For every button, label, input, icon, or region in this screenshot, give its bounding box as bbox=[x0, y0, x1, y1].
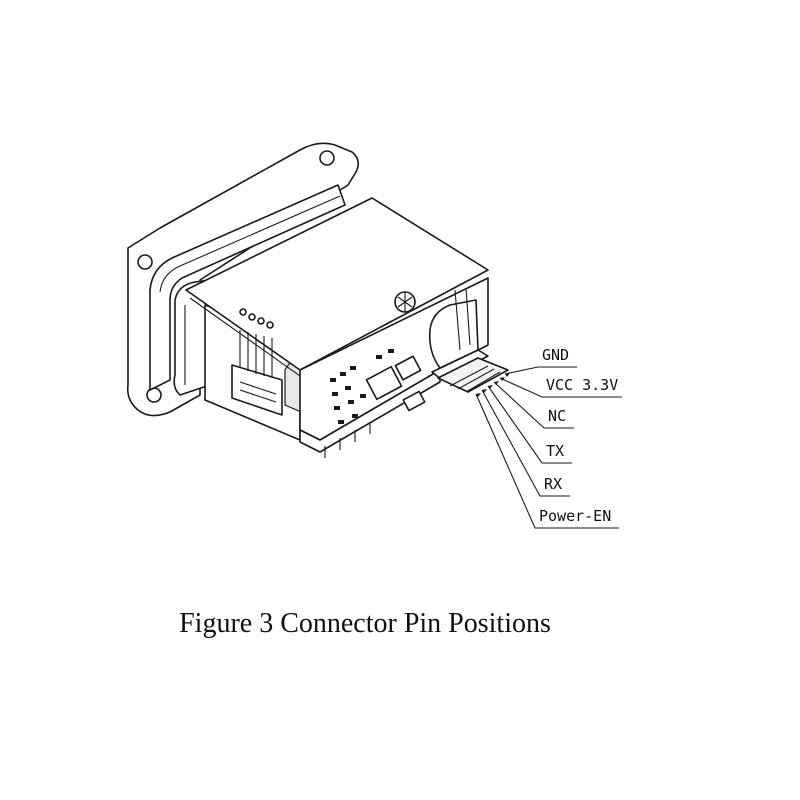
pin-label-tx: TX bbox=[546, 442, 564, 460]
pin-label-vcc: VCC 3.3V bbox=[546, 376, 618, 394]
mounting-hole bbox=[319, 150, 335, 166]
chip bbox=[402, 390, 426, 412]
leader-arrowhead bbox=[500, 377, 505, 381]
pin-label-gnd: GND bbox=[542, 346, 569, 364]
top-cover bbox=[185, 197, 489, 371]
lens-housing bbox=[149, 184, 346, 391]
pin-header bbox=[231, 330, 283, 416]
leader-line bbox=[487, 385, 573, 464]
leader-line bbox=[481, 389, 571, 497]
leader-arrowhead bbox=[476, 393, 481, 397]
leader-arrowhead bbox=[505, 373, 510, 377]
leader-line bbox=[493, 381, 575, 429]
leader-line bbox=[475, 393, 620, 529]
pin-wires bbox=[437, 357, 509, 393]
pin-leader-lines bbox=[475, 366, 622, 529]
leader-arrowhead bbox=[494, 381, 499, 385]
leader-line bbox=[499, 377, 622, 398]
chip bbox=[394, 355, 422, 381]
chip bbox=[365, 365, 403, 401]
leader-line bbox=[504, 366, 578, 375]
leader-arrowhead bbox=[488, 385, 493, 389]
smd-parts bbox=[330, 349, 394, 424]
pin-label-rx: RX bbox=[544, 475, 562, 493]
module-drawing bbox=[126, 142, 489, 458]
pin-label-power-en: Power-EN bbox=[539, 507, 611, 525]
leader-arrowhead bbox=[482, 389, 487, 393]
pin-labels: GND VCC 3.3V NC TX RX Power-EN bbox=[539, 346, 618, 525]
pin-label-nc: NC bbox=[548, 407, 566, 425]
mounting-hole bbox=[137, 254, 153, 270]
led-dots bbox=[239, 308, 274, 329]
mounting-hole bbox=[146, 387, 162, 403]
figure-caption: Figure 3 Connector Pin Positions bbox=[179, 608, 551, 639]
